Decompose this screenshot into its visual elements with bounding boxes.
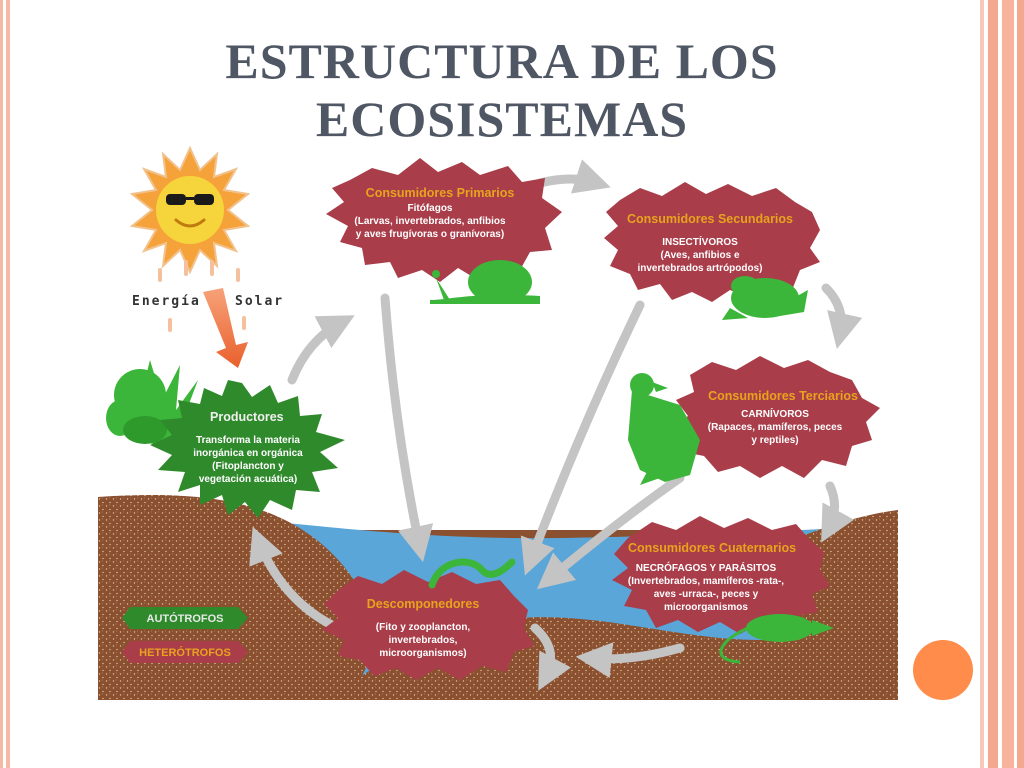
descomponedores-node: Descomponedores (Fito y zooplancton, inv… <box>322 570 534 680</box>
energy-label: Energía <box>132 294 201 309</box>
arrow-secundarios-descomponedores <box>520 300 645 576</box>
cuaternarios-node: Consumidores Cuaternarios NECRÓFAGOS Y P… <box>612 516 830 634</box>
secundarios-line: (Aves, anfibios e <box>660 250 740 261</box>
eagle-icon <box>628 373 700 485</box>
arrow-primarios-secundarios <box>535 159 611 194</box>
primarios-line: (Larvas, invertebrados, anfibios <box>354 216 506 227</box>
terciarios-line: (Rapaces, mamíferos, peces <box>708 422 843 433</box>
arrow-terciarios-descomponedores <box>536 473 685 590</box>
productores-title: Productores <box>210 410 284 424</box>
cuaternarios-title: Consumidores Cuaternarios <box>628 541 796 555</box>
worm-icon <box>428 558 516 589</box>
primarios-title: Consumidores Primarios <box>366 186 515 200</box>
productores-line: vegetación acuática) <box>199 474 297 485</box>
productores-node: Productores Transforma la materia inorgá… <box>150 380 345 518</box>
primarios-line: y aves frugívoras o granívoras) <box>356 229 504 240</box>
slide-title: ESTRUCTURA DE LOS ECOSISTEMAS <box>0 32 1004 148</box>
descomponedores-line: microorganismos) <box>379 648 466 659</box>
secundarios-node: Consumidores Secundarios INSECTÍVOROS (A… <box>604 182 820 302</box>
terciarios-title: Consumidores Terciarios <box>708 389 858 403</box>
arrow-primarios-descomponedores <box>380 293 434 563</box>
sun-icon <box>129 145 251 275</box>
legend-heterotrofos-label: HETERÓTROFOS <box>139 646 231 659</box>
secundarios-blob <box>604 182 820 302</box>
snail-icon <box>430 260 540 304</box>
legend-autotrofos-label: AUTÓTROFOS <box>147 612 224 625</box>
descomponedores-blob <box>322 570 534 680</box>
primarios-blob <box>326 158 562 282</box>
left-decorative-border <box>0 0 10 768</box>
arrow-terciarios-cuaternarios <box>821 481 855 543</box>
legend-autotrofos: AUTÓTROFOS <box>122 607 248 629</box>
legend-heterotrofos: HETERÓTROFOS <box>122 641 248 663</box>
cuaternarios-line: microorganismos <box>664 602 748 613</box>
terciarios-blob <box>672 356 880 478</box>
cuaternarios-blob <box>612 516 830 634</box>
orange-dot <box>913 640 973 700</box>
cuaternarios-line: NECRÓFAGOS Y PARÁSITOS <box>636 561 777 574</box>
slide-title-line-1: ESTRUCTURA DE LOS <box>225 33 779 89</box>
productores-line: Transforma la materia <box>196 435 300 446</box>
right-decorative-border <box>980 0 1024 768</box>
terciarios-node: Consumidores Terciarios CARNÍVOROS (Rapa… <box>672 356 880 478</box>
secundarios-title: Consumidores Secundarios <box>627 212 793 226</box>
slide-title-line-2: ECOSISTEMAS <box>315 91 689 147</box>
descomponedores-title: Descomponedores <box>367 597 480 611</box>
descomponedores-line: (Fito y zooplancton, <box>376 622 471 633</box>
rat-icon <box>719 614 834 664</box>
flow-arrows <box>249 159 863 691</box>
terciarios-line: y reptiles) <box>751 435 798 446</box>
secundarios-line: invertebrados artrópodos) <box>637 263 762 274</box>
cuaternarios-line: aves -urraca-, peces y <box>654 589 759 600</box>
sun-rays <box>158 260 246 332</box>
legend: AUTÓTROFOS HETERÓTROFOS <box>122 607 248 663</box>
productores-blob <box>150 380 345 518</box>
primarios-node: Consumidores Primarios Fitófagos (Larvas… <box>326 158 562 282</box>
productores-line: (Fitoplancton y <box>212 461 284 472</box>
descomponedores-line: invertebrados, <box>389 635 458 646</box>
primarios-line: Fitófagos <box>408 203 453 214</box>
energy-beam-arrow <box>203 288 248 368</box>
arrow-secundarios-terciarios <box>821 283 863 350</box>
productores-line: inorgánica en orgánica <box>193 448 303 459</box>
solar-label: Solar <box>235 294 284 309</box>
secundarios-line: INSECTÍVOROS <box>662 235 738 248</box>
arrow-cuaternarios-descomponedores <box>575 642 685 679</box>
frog-icon <box>722 276 808 320</box>
plant-icon <box>106 360 205 445</box>
arrow-bottom-return <box>530 623 572 691</box>
cuaternarios-line: (Invertebrados, mamíferos -rata-, <box>628 576 784 587</box>
terciarios-line: CARNÍVOROS <box>741 407 809 420</box>
arrow-productores-primarios <box>287 315 355 385</box>
